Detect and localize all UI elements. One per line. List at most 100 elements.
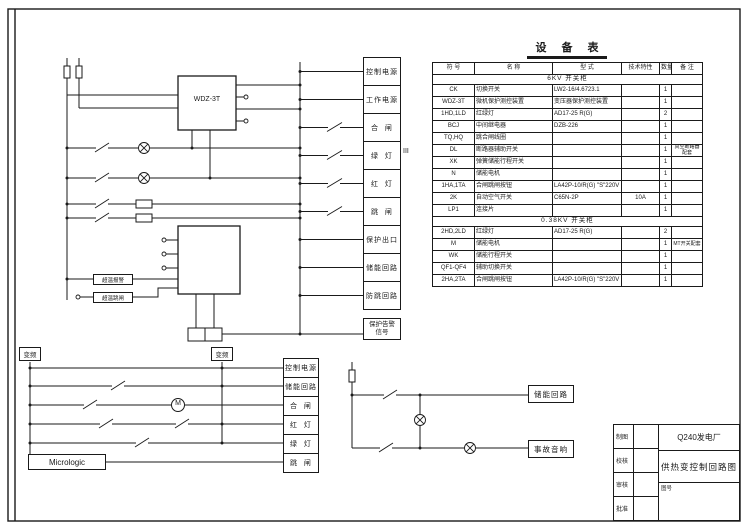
drawing-title: 供热变控制回路图 (658, 451, 739, 483)
lamp-symbol (464, 442, 476, 454)
table-cell: 1HA,1TA (432, 180, 475, 193)
table-cell (621, 132, 660, 145)
table-cell: XK (432, 156, 475, 169)
table-cell (671, 156, 703, 169)
table-cell: LP1 (432, 204, 475, 217)
upper-stack-cell: 保护出口 (363, 225, 401, 254)
lamp-cross (465, 443, 475, 453)
table-cell (552, 238, 622, 251)
table-cell: 1 (659, 262, 672, 275)
table-cell (671, 204, 703, 217)
table-cell (671, 96, 703, 109)
title-field-row: 批准 (614, 497, 658, 520)
fault-sound-box: 事故音响 (528, 440, 574, 458)
stack-feeds-contacts (300, 127, 363, 212)
upper-stack-cell: 控制电源 (363, 57, 401, 86)
table-cell (621, 238, 660, 251)
table-cell: AD17-25 R(G) (552, 108, 622, 121)
motor-label: M (175, 400, 181, 407)
table-cell: N (432, 168, 475, 181)
table-cell: 合闸跳闸按钮 (474, 180, 553, 193)
upper-stack-cell: 工作电源 (363, 85, 401, 114)
table-cell: AD17-25 R(G) (552, 226, 622, 239)
table-cell: 切换开关 (474, 84, 553, 97)
table-cell: 1 (659, 120, 672, 133)
table-cell: 合闸跳闸按钮 (474, 274, 553, 287)
vfd-label-right: 变频 (211, 347, 233, 361)
table-cell: 1 (659, 274, 672, 287)
overtemp-trip-box: 超温跳闸 (93, 292, 133, 303)
table-cell: QF1-QF4 (432, 262, 475, 275)
table-cell: 1 (659, 84, 672, 97)
table-cell: 微机保护测控装置 (474, 96, 553, 109)
table-cell: 红绿灯 (474, 226, 553, 239)
upper-stack-cell: 红 灯 (363, 169, 401, 198)
title-field-label: 批准 (614, 497, 634, 520)
wdz-3t-block (177, 75, 237, 131)
table-cell (621, 156, 660, 169)
lower-stack-cell: 绿 灯 (283, 434, 319, 454)
table-cell: 1 (659, 168, 672, 181)
coil-symbol (135, 199, 153, 209)
table-cell: 辅助切换开关 (474, 262, 553, 275)
vfd-label-left: 变频 (19, 347, 41, 361)
table-cell: LA42P-10/R(G) "S"220V (552, 180, 622, 193)
table-cell: 2K (432, 192, 475, 205)
title-field-row: 校核 (614, 449, 658, 473)
fuse-symbol (75, 65, 83, 79)
table-cell (621, 262, 660, 275)
table-cell (552, 156, 622, 169)
lamp-symbol (414, 414, 426, 426)
table-cell: 储能电机 (474, 238, 553, 251)
table-cell: TQ,HQ (432, 132, 475, 145)
lower-stack-cell: 控制电源 (283, 358, 319, 378)
table-cell (671, 192, 703, 205)
equipment-table-title-row: 设 备 表 (432, 38, 702, 57)
table-cell (621, 168, 660, 181)
table-cell: WDZ-3T (432, 96, 475, 109)
title-field-value (634, 497, 658, 520)
lower-rungs (30, 367, 283, 463)
table-cell: 1 (659, 144, 672, 157)
table-cell (552, 204, 622, 217)
figure-number-cell: 图号 (658, 483, 739, 520)
company-name: Q240发电厂 (658, 425, 739, 451)
table-cell (621, 204, 660, 217)
table-cell: MT开关配套 (671, 238, 703, 251)
title-field-row: 审核 (614, 473, 658, 497)
table-cell: 10A (621, 192, 660, 205)
mid-rungs (352, 394, 528, 449)
table-cell (671, 226, 703, 239)
supply-rails (66, 58, 178, 300)
table-cell (552, 132, 622, 145)
upper-stack-cell: 合 闸 (363, 113, 401, 142)
table-cell (671, 180, 703, 193)
table-cell: LW2-16/4.6723.1 (552, 84, 622, 97)
table-cell: CK (432, 84, 475, 97)
table-cell (552, 168, 622, 181)
terminal-drops (195, 294, 215, 328)
table-cell (621, 144, 660, 157)
protection-alarm-signal-box: 保护告警信号 (363, 318, 401, 340)
table-cell (621, 250, 660, 263)
table-header-row: 符 号名 称型 式技术特性数量备 注 (432, 62, 703, 75)
table-header-cell: 数量 (659, 62, 672, 75)
table-cell: 变压器保护测控装置 (552, 96, 622, 109)
table-cell: 1 (659, 238, 672, 251)
table-header-cell: 符 号 (432, 62, 475, 75)
table-cell: 真空断路器配套 (671, 144, 703, 157)
table-cell: 1 (659, 132, 672, 145)
table-cell (621, 274, 660, 287)
title-block: 制图校核审核批准 Q240发电厂 供热变控制回路图 图号 (613, 424, 740, 521)
contact-symbols (94, 142, 110, 223)
table-cell: WK (432, 250, 475, 263)
table-cell (671, 120, 703, 133)
